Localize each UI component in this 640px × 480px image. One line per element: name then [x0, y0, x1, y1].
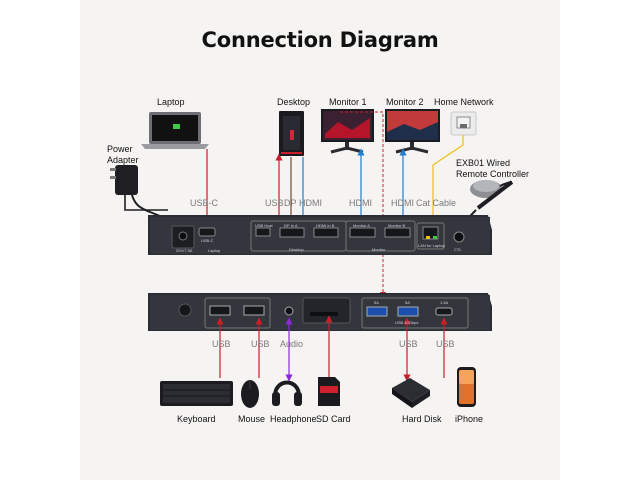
home-network-label: Home Network — [434, 97, 494, 107]
power-cable — [124, 195, 168, 211]
remote-controller-label: EXB01 Wired Remote Controller — [456, 158, 530, 179]
power-adapter-icon — [110, 165, 171, 221]
keyboard-label: Keyboard — [177, 414, 216, 424]
cat-cable — [429, 135, 464, 226]
iphone-label: iPhone — [455, 414, 484, 424]
dock-front-panel — [148, 293, 492, 331]
sdcard-icon — [318, 377, 340, 406]
dock-usba1-label: 5A — [374, 300, 379, 305]
usb3-port-label: USB — [399, 339, 418, 349]
hdmi-desktop-port-label: HDMI — [299, 198, 322, 208]
keyboard-icon — [160, 381, 233, 406]
dock-hdmi-in-label: HDMI In B — [316, 223, 335, 228]
dock-usbc-label: USB-C — [201, 238, 214, 243]
usb4-port-label: USB — [436, 339, 455, 349]
dock-front-usbc-label: 1.5A — [440, 300, 449, 305]
harddisk-icon — [392, 378, 430, 408]
laptop-label: Laptop — [157, 97, 185, 107]
remote-controller-icon — [459, 180, 514, 231]
desktop-label: Desktop — [277, 97, 311, 107]
dock-dc-label: 20V/7.5A — [176, 248, 193, 253]
usb1-port-label: USB — [212, 339, 231, 349]
dock-desktop-label: Desktop — [289, 247, 304, 252]
headphone-label: Headphone — [270, 414, 317, 424]
sdcard-label: SD Card — [316, 414, 351, 424]
monitor1-icon — [321, 109, 374, 154]
hdmi2-port-label: HDMI — [391, 198, 414, 208]
usb2-port-label: USB — [251, 339, 270, 349]
usbc-port-label: USB-C — [190, 198, 219, 208]
mouse-label: Mouse — [238, 414, 266, 424]
dock-monitor-label: Monitor — [372, 247, 386, 252]
audio-port-label: Audio — [280, 339, 304, 349]
dock-monitor-b-label: Monitor B — [388, 223, 406, 228]
dock-usba2-label: 5A — [405, 300, 410, 305]
laptop-icon — [141, 112, 209, 149]
desktop-tower-icon — [279, 111, 304, 156]
dp-port-label: DP — [284, 198, 297, 208]
power-adapter-label: Power Adapter — [107, 144, 139, 165]
harddisk-label: Hard Disk — [402, 414, 442, 424]
dock-usb-speed-label: USB 10Gbps — [395, 320, 419, 325]
dock-back-panel — [148, 215, 492, 255]
iphone-icon — [457, 367, 476, 407]
monitor1-label: Monitor 1 — [329, 97, 367, 107]
mouse-icon — [241, 380, 259, 408]
diagram-title: Connection Diagram — [201, 28, 439, 52]
monitor2-icon — [385, 109, 440, 154]
dock-ctl-label: CTL — [454, 247, 462, 252]
monitor2-label: Monitor 2 — [386, 97, 424, 107]
cat-cable-label: Cat Cable — [416, 198, 457, 208]
dock-monitor-a-label: Monitor A — [353, 223, 370, 228]
dock-laptop-label: Laptop — [208, 248, 221, 253]
usb-port-label: USB — [265, 198, 284, 208]
network-jack-icon — [450, 111, 477, 136]
dock-lan-label: LAN for Laptop — [418, 243, 445, 248]
hdmi1-port-label: HDMI — [349, 198, 372, 208]
dock-dp-in-label: DP In A — [284, 223, 298, 228]
headphone-icon — [272, 380, 302, 406]
dock-usb-host-label: USB Host — [255, 223, 273, 228]
